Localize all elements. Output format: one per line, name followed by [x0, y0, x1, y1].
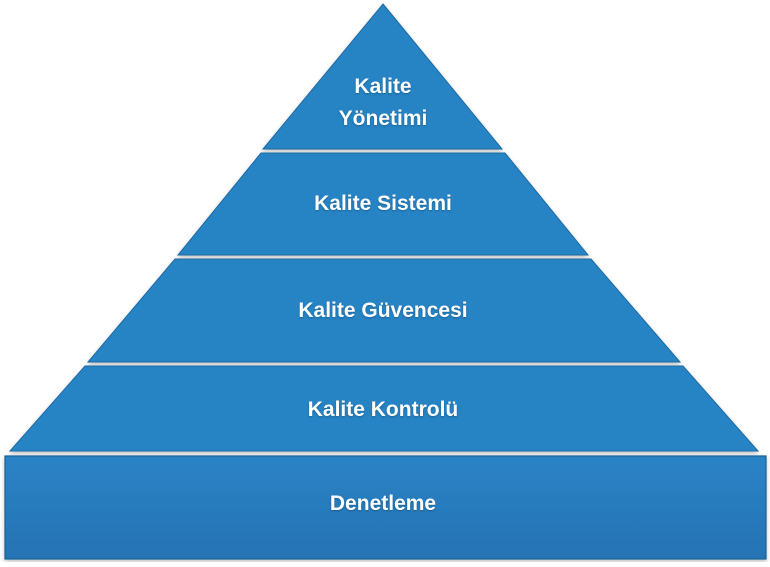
tier-1-shape [261, 3, 504, 150]
tier-2-label: Kalite Sistemi [314, 192, 452, 215]
tier-1-label: Kalite Yönetimi [283, 71, 483, 135]
tier-5-shape [4, 455, 767, 560]
tier-2-shape [176, 152, 590, 256]
tier-4-label: Kalite Kontrolü [307, 398, 459, 421]
tier-1-label-line2: Yönetimi [338, 107, 428, 130]
tier-3-shape [86, 258, 682, 363]
tier-5-label: Denetleme [329, 492, 437, 515]
tier-4-shape [8, 365, 760, 452]
tier-3-label: Kalite Güvencesi [298, 299, 468, 322]
tier-1-label-line1: Kalite [354, 75, 412, 98]
